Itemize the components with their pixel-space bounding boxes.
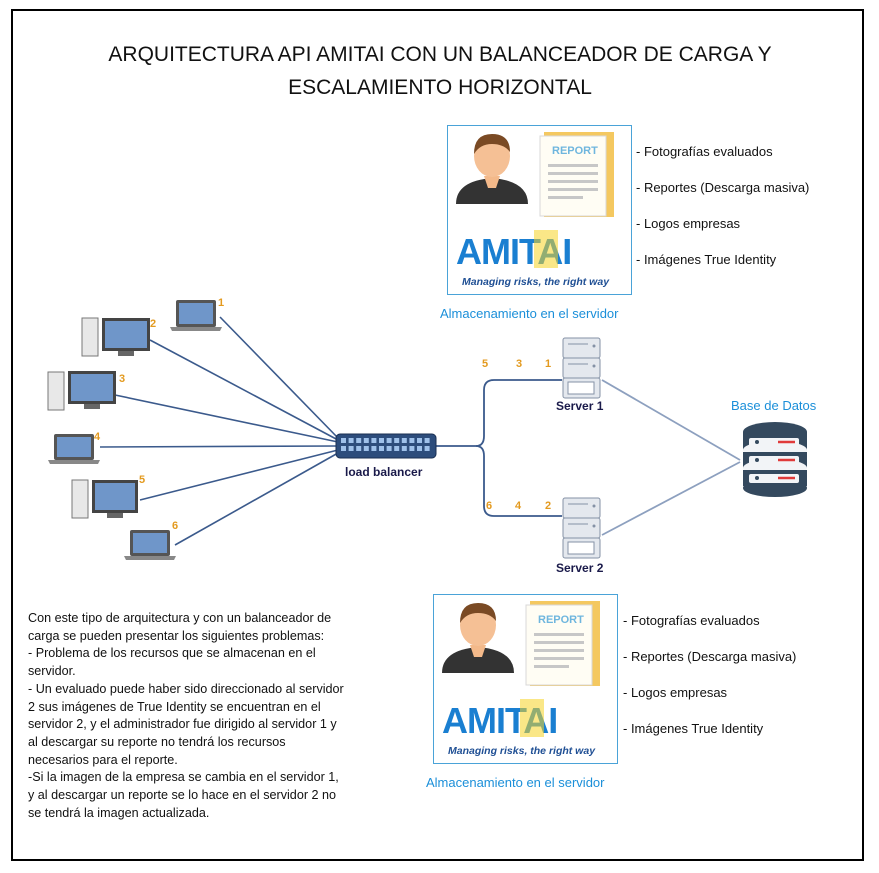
link-db-server-2 xyxy=(601,461,741,536)
storage-illustration: REPORT AMITAI Managing risks, the right … xyxy=(442,601,600,757)
storage-illustration: REPORT AMITAI Managing risks, the right … xyxy=(456,132,614,288)
server-2-client-2: 2 xyxy=(545,500,551,512)
port-icon xyxy=(356,446,362,451)
desktop-computer-icon xyxy=(81,317,150,357)
server-links xyxy=(436,379,562,517)
port-icon xyxy=(348,438,354,443)
port-icon xyxy=(394,446,400,451)
port-icon xyxy=(379,446,384,451)
port-icon xyxy=(417,438,422,443)
db-links xyxy=(601,379,741,536)
server-1-label: Server 1 xyxy=(556,399,604,413)
port-icon xyxy=(409,446,415,451)
database-icon xyxy=(743,422,807,497)
port-icon xyxy=(401,446,407,451)
server-2-client-6: 6 xyxy=(486,500,492,512)
database-label: Base de Datos xyxy=(731,398,817,413)
link-server-2 xyxy=(475,445,562,517)
title-line-2: ESCALAMIENTO HORIZONTAL xyxy=(288,76,592,99)
client-number-3: 3 xyxy=(119,373,125,385)
port-icon xyxy=(417,446,422,451)
port-icon xyxy=(371,446,377,451)
report-document-icon: REPORT xyxy=(539,132,614,217)
link-client-4 xyxy=(99,445,339,448)
storage-item: - Fotografías evaluados xyxy=(636,144,773,159)
port-icon xyxy=(363,446,369,451)
port-icon xyxy=(363,438,369,443)
client-number-1: 1 xyxy=(218,297,224,309)
port-icon xyxy=(401,438,407,443)
server-1-client-5: 5 xyxy=(482,358,488,370)
client-number-6: 6 xyxy=(172,520,178,532)
storage-item: - Imágenes True Identity xyxy=(623,721,764,736)
server-2-icon xyxy=(562,497,601,559)
server-1-client-1: 1 xyxy=(545,358,551,370)
storage-item: - Logos empresas xyxy=(623,685,728,700)
port-icon xyxy=(386,446,392,451)
port-icon xyxy=(424,446,430,451)
server-2-client-4: 4 xyxy=(515,500,522,512)
amitai-slogan: Managing risks, the right way xyxy=(448,745,596,757)
storage-item: - Reportes (Descarga masiva) xyxy=(636,180,810,195)
link-client-5 xyxy=(139,449,339,501)
storage-item: - Reportes (Descarga masiva) xyxy=(623,649,797,664)
report-label: REPORT xyxy=(552,145,598,157)
storage-caption-bottom: Almacenamiento en el servidor xyxy=(426,775,605,790)
storage-items-top: - Fotografías evaluados - Reportes (Desc… xyxy=(636,143,816,287)
problems-note: Con este tipo de arquitectura y con un b… xyxy=(28,610,346,822)
report-document-icon: REPORT xyxy=(525,601,600,686)
note-paragraph: Con este tipo de arquitectura y con un b… xyxy=(28,611,332,643)
amitai-logo: AMITAI Managing risks, the right way xyxy=(456,230,610,288)
laptop-icon xyxy=(124,530,176,560)
load-balancer-icon xyxy=(335,433,437,459)
storage-item: - Logos empresas xyxy=(636,216,741,231)
link-db-server-1 xyxy=(601,379,741,461)
port-icon xyxy=(386,438,392,443)
port-icon xyxy=(379,438,384,443)
storage-item: - Fotografías evaluados xyxy=(623,613,760,628)
port-icon xyxy=(341,438,346,443)
client-number-2: 2 xyxy=(150,318,156,330)
server-1-icon xyxy=(562,337,601,399)
link-server-1 xyxy=(436,379,562,447)
link-client-3 xyxy=(114,394,339,443)
desktop-computer-icon xyxy=(47,371,116,411)
port-icon xyxy=(409,438,415,443)
laptop-icon xyxy=(170,300,222,331)
port-icon xyxy=(394,438,400,443)
server-2-label: Server 2 xyxy=(556,561,604,575)
storage-item: - Imágenes True Identity xyxy=(636,252,777,267)
diagram-frame xyxy=(11,9,864,861)
user-avatar-icon xyxy=(456,134,528,204)
note-paragraph: - Problema de los recursos que se almace… xyxy=(28,646,316,679)
note-paragraph: - Un evaluado puede haber sido direccion… xyxy=(28,681,344,767)
client-number-5: 5 xyxy=(139,474,145,486)
server-1-client-3: 3 xyxy=(516,358,522,370)
link-client-2 xyxy=(149,339,339,441)
storage-panel-top: REPORT AMITAI Managing risks, the right … xyxy=(447,125,632,295)
title-line-1: ARQUITECTURA API AMITAI CON UN BALANCEAD… xyxy=(108,43,772,66)
amitai-logo: AMITAI Managing risks, the right way xyxy=(442,699,596,757)
port-icon xyxy=(424,438,430,443)
note-paragraph: -Si la imagen de la empresa se cambia en… xyxy=(28,770,339,820)
user-avatar-icon xyxy=(442,603,514,673)
port-icon xyxy=(341,446,346,451)
link-client-6 xyxy=(174,452,339,546)
amitai-slogan: Managing risks, the right way xyxy=(462,276,610,288)
port-icon xyxy=(356,438,362,443)
storage-items-bottom: - Fotografías evaluados - Reportes (Desc… xyxy=(623,612,803,756)
storage-caption-top: Almacenamiento en el servidor xyxy=(440,306,619,321)
diagram-title: ARQUITECTURA API AMITAI CON UN BALANCEAD… xyxy=(60,38,820,104)
client-links xyxy=(99,316,339,546)
storage-panel-bottom: REPORT AMITAI Managing risks, the right … xyxy=(433,594,618,764)
port-icon xyxy=(348,446,354,451)
client-number-4: 4 xyxy=(94,431,101,443)
desktop-computer-icon xyxy=(71,479,138,519)
link-client-1 xyxy=(219,316,339,439)
laptop-icon xyxy=(48,434,100,464)
report-label: REPORT xyxy=(538,614,584,626)
port-icon xyxy=(371,438,377,443)
load-balancer-label: load balancer xyxy=(345,465,423,479)
